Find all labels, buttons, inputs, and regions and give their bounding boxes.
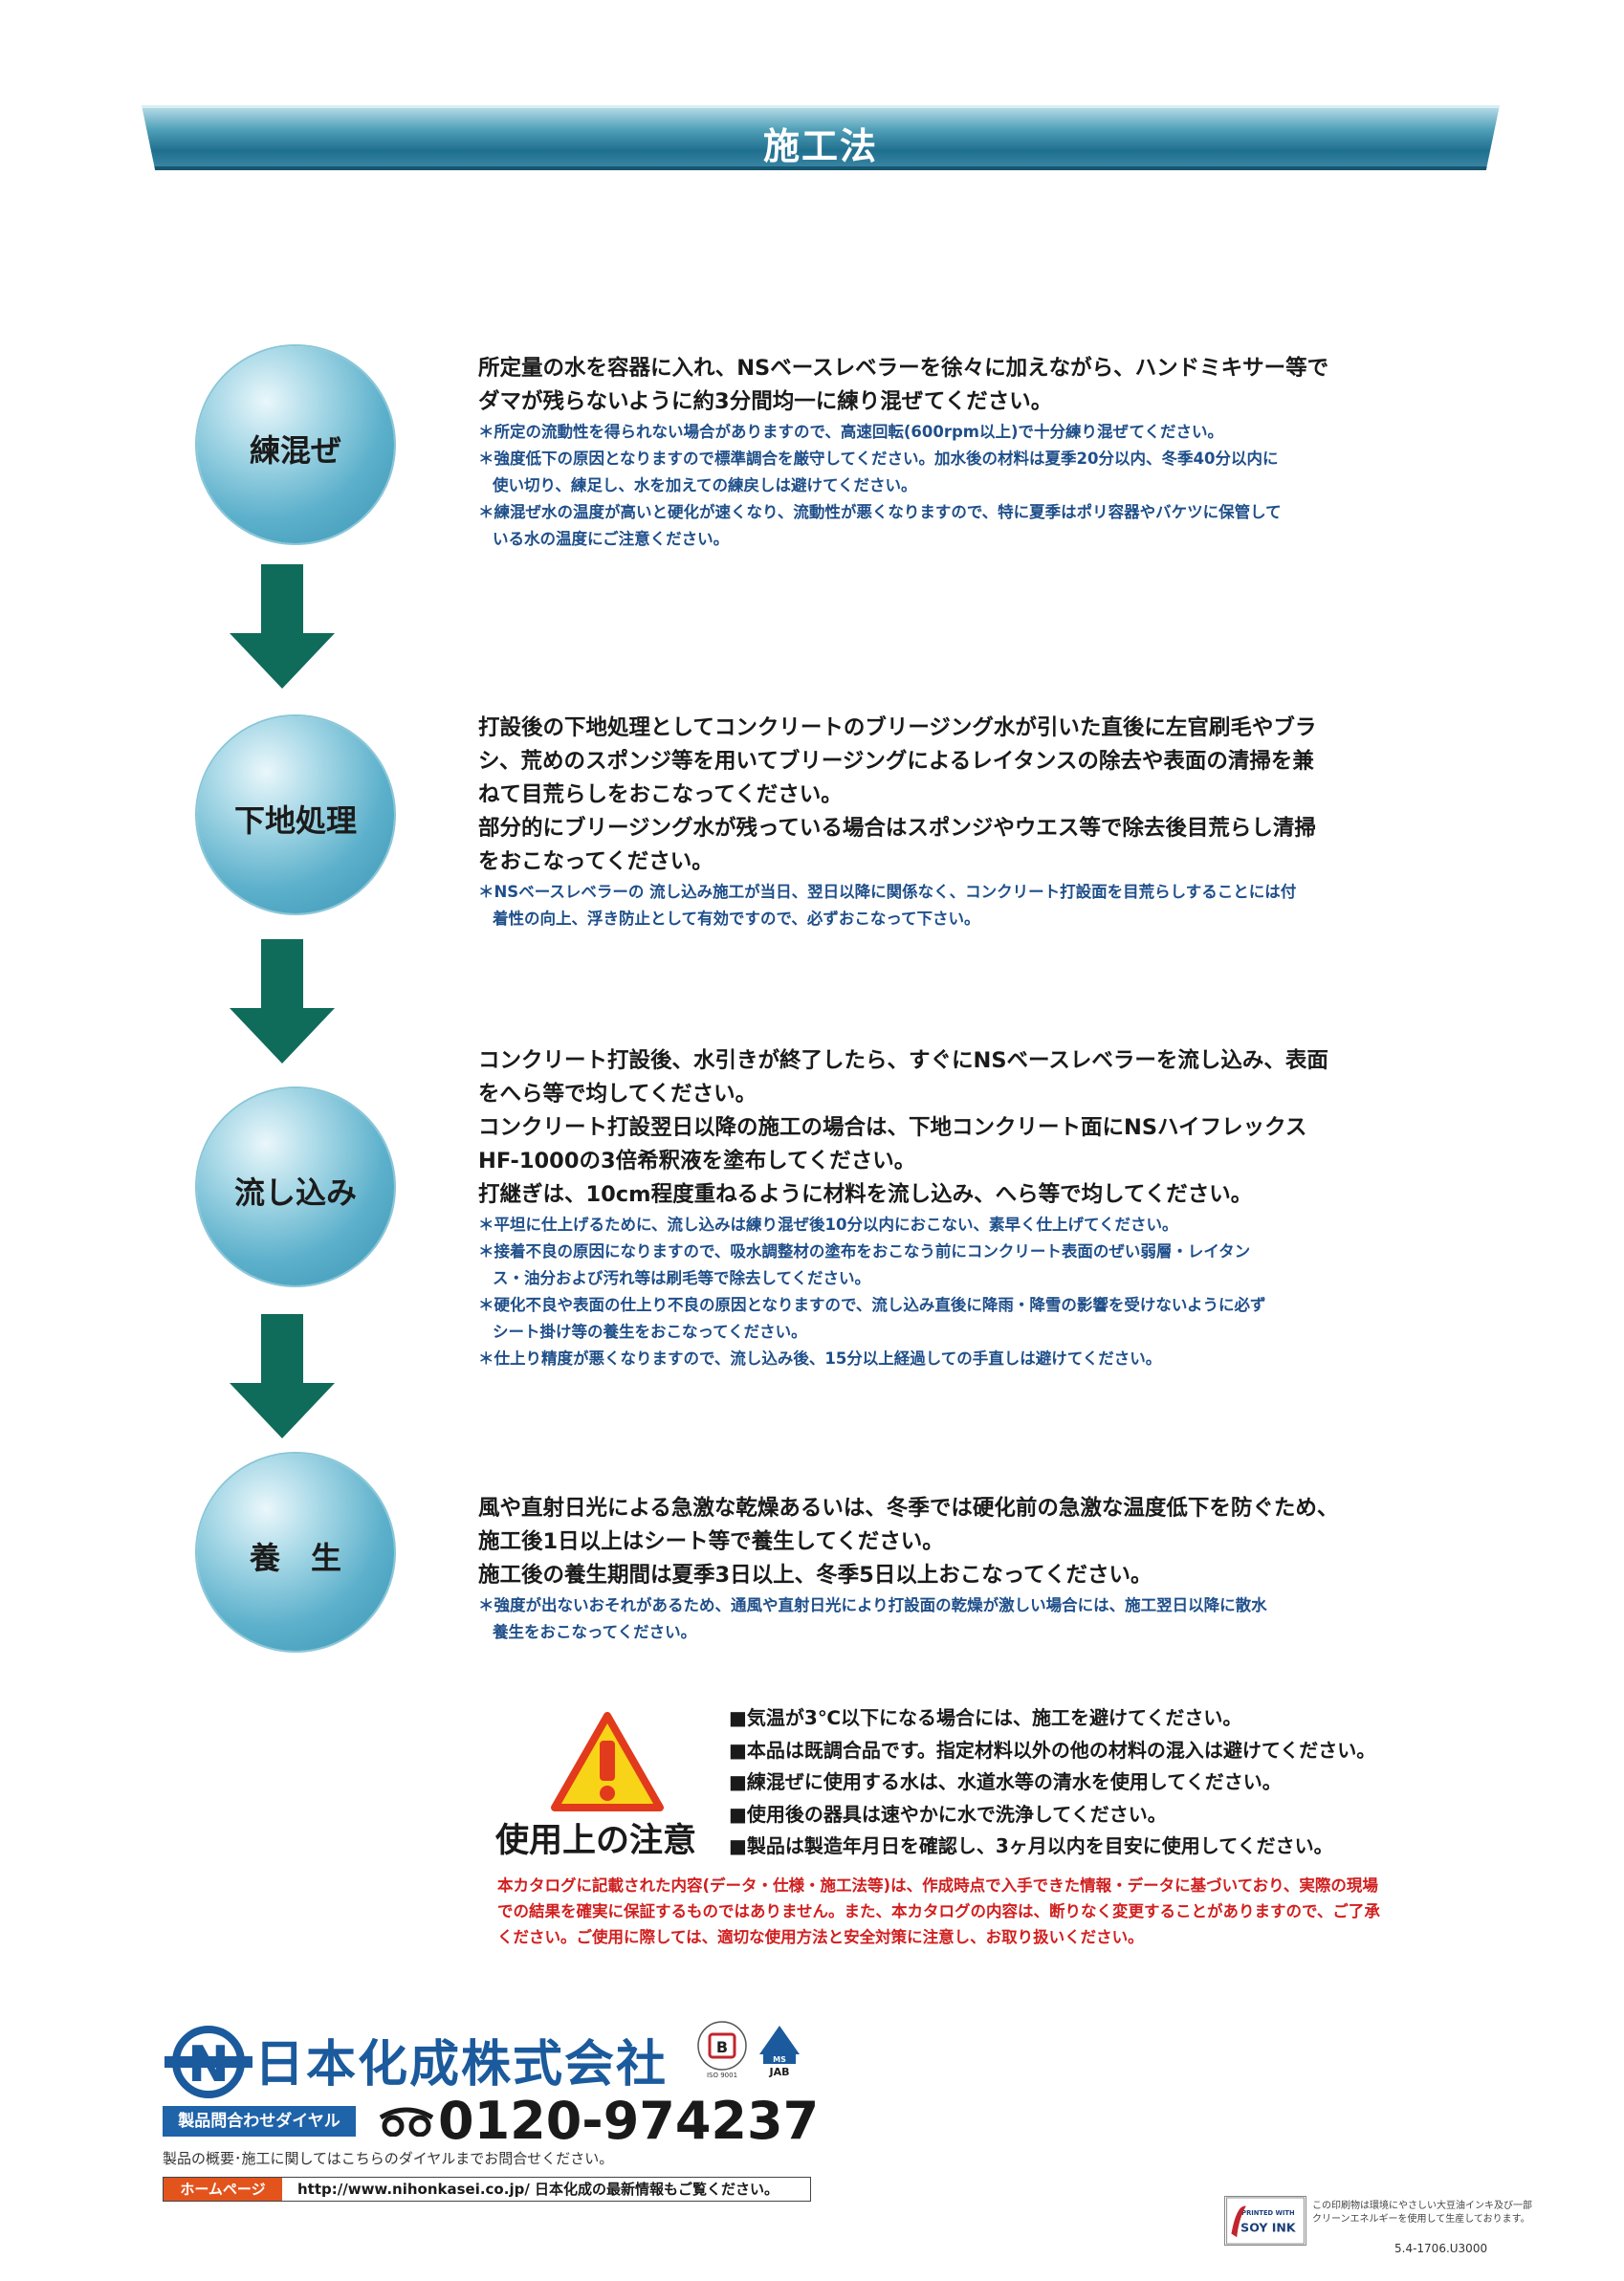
iso-cert-badge-icon: B ISO 9001 (697, 2021, 747, 2079)
svg-text:PRINTED WITH: PRINTED WITH (1241, 2209, 1294, 2217)
step-main-line: HF-1000の3倍希釈液を塗布してください。 (478, 1149, 916, 1173)
soy-ink-note: この印刷物は環境にやさしい大豆油インキ及び一部 クリーンエネルギーを使用して生産… (1312, 2200, 1532, 2226)
step-note: ＊練混ぜ水の温度が高いと硬化が速くなり、流動性が悪くなりますので、特に夏季はポリ… (478, 503, 1282, 521)
step-note: ＊所定の流動性を得られない場合がありますので、高速回転(600rpm以上)で十分… (478, 423, 1224, 441)
section-header: 施工法 (142, 105, 1500, 170)
step-main-line: 所定量の水を容器に入れ、NSベースレベラーを徐々に加えながら、ハンドミキサー等で (478, 356, 1329, 381)
step-circle-curing: 養 生 (197, 1454, 394, 1651)
step-note: ＊接着不良の原因になりますので、吸水調整材の塗布をおこなう前にコンクリート表面の… (478, 1242, 1251, 1261)
step-note: ＊強度が出ないおそれがあるため、通風や直射日光により打設面の乾燥が激しい場合には… (478, 1596, 1267, 1614)
step-main-line: 打設後の下地処理としてコンクリートのブリージング水が引いた直後に左官刷毛やブラ (478, 715, 1317, 740)
arrow-down-icon (230, 939, 335, 1064)
step-note: ＊硬化不良や表面の仕上り不良の原因となりますので、流し込み直後に降雨・降雪の影響… (478, 1296, 1266, 1314)
step-note: ＊NSベースレベラーの 流し込み施工が当日、翌日以降に関係なく、コンクリート打設… (478, 883, 1297, 901)
disclaimer-line: 本カタログに記載された内容(データ・仕様・施工法等)は、作成時点で入手できた情報… (497, 1876, 1378, 1895)
warning-triangle-icon (551, 1712, 664, 1811)
step-main-line: 風や直射日光による急激な乾燥あるいは、冬季では硬化前の急激な温度低下を防ぐため、 (478, 1496, 1339, 1521)
disclaimer-line: ください。ご使用に際しては、適切な使用方法と安全対策に注意し、お取り扱いください… (497, 1928, 1144, 1946)
homepage-link[interactable]: http://www.nihonkasei.co.jp/ 日本化成の最新情報もご… (297, 2181, 779, 2198)
step-note: ＊強度低下の原因となりますので標準調合を厳守してください。加水後の材料は夏季20… (478, 450, 1279, 468)
svg-text:N: N (187, 2036, 230, 2094)
step-main-line: 施工後の養生期間は夏季3日以上、冬季5日以上おこなってください。 (478, 1563, 1152, 1588)
step-label: 練混ぜ (249, 432, 341, 469)
svg-text:MS: MS (773, 2055, 786, 2064)
company-name: 日本化成株式会社 (254, 2036, 669, 2094)
step-main-line: ねて目荒らしをおこなってください。 (478, 782, 843, 807)
step-main-line: 施工後1日以上はシート等で養生してください。 (478, 1529, 944, 1554)
soy-note-line: クリーンエネルギーを使用して生産しております。 (1312, 2214, 1530, 2225)
step-main-line: 打継ぎは、10cm程度重ねるように材料を流し込み、へら等で均してください。 (478, 1182, 1253, 1207)
caution-item: ■気温が3℃以下になる場合には、施工を避けてください。 (729, 1706, 1242, 1729)
step-main-line: コンクリート打設翌日以降の施工の場合は、下地コンクリート面にNSハイフレックス (478, 1115, 1307, 1140)
step-note: ＊平坦に仕上げるために、流し込みは練り混ぜ後10分以内におこない、素早く仕上げて… (478, 1216, 1178, 1234)
step-main-line: をへら等で均してください。 (478, 1082, 757, 1107)
section-title: 施工法 (762, 125, 878, 167)
step-text-curing: 風や直射日光による急激な乾燥あるいは、冬季では硬化前の急激な温度低下を防ぐため、… (478, 1492, 1444, 1646)
step-circle-surface-prep: 下地処理 (197, 716, 394, 913)
caution-title: 使用上の注意 (495, 1822, 697, 1860)
step-main-line: ダマが残らないように約3分間均一に練り混ぜてください。 (478, 389, 1053, 414)
step-circle-mixing: 練混ぜ (197, 346, 394, 543)
step-note: 養生をおこなってください。 (493, 1623, 697, 1641)
svg-text:ISO 9001: ISO 9001 (707, 2072, 737, 2079)
step-note: いる水の温度にご注意ください。 (493, 530, 730, 548)
step-label: 流し込み (233, 1174, 357, 1211)
step-label: 養 生 (249, 1540, 341, 1576)
step-circle-pouring: 流し込み (197, 1088, 394, 1285)
caution-item: ■練混ぜに使用する水は、水道水等の清水を使用してください。 (729, 1770, 1282, 1793)
company-logo-icon: N (165, 2026, 252, 2098)
homepage-label: ホームページ (164, 2178, 282, 2201)
catalog-code: 5.4-1706.U3000 (1394, 2242, 1488, 2255)
disclaimer: 本カタログに記載された内容(データ・仕様・施工法等)は、作成時点で入手できた情報… (497, 1873, 1380, 1950)
soy-note-line: この印刷物は環境にやさしい大豆油インキ及び一部 (1312, 2201, 1532, 2211)
disclaimer-line: での結果を確実に保証するものではありません。また、本カタログの内容は、断りなく変… (497, 1902, 1380, 1920)
step-label: 下地処理 (233, 802, 357, 839)
step-main-line: コンクリート打設後、水引きが終了したら、すぐにNSベースレベラーを流し込み、表面 (478, 1048, 1328, 1073)
arrow-down-icon (230, 564, 335, 689)
svg-text:JAB: JAB (769, 2066, 790, 2078)
homepage-row: ホームページ http://www.nihonkasei.co.jp/ 日本化成… (163, 2177, 811, 2202)
step-main-line: シ、荒めのスポンジ等を用いてブリージングによるレイタンスの除去や表面の清掃を兼 (478, 749, 1314, 774)
svg-text:B: B (716, 2038, 728, 2056)
caution-item: ■本品は既調合品です。指定材料以外の他の材料の混入は避けてください。 (729, 1738, 1376, 1762)
step-note: 着性の向上、浮き防止として有効ですので、必ずおこなって下さい。 (493, 910, 980, 928)
caution-item: ■使用後の器具は速やかに水で洗浄してください。 (729, 1802, 1167, 1826)
step-text-mixing: 所定量の水を容器に入れ、NSベースレベラーを徐々に加えながら、ハンドミキサー等で… (478, 352, 1444, 553)
arrow-down-icon (230, 1314, 335, 1438)
svg-text:SOY INK: SOY INK (1240, 2221, 1297, 2235)
phone-label: 製品問合わせダイヤル (163, 2106, 356, 2137)
step-note: シート掛け等の養生をおこなってください。 (493, 1323, 807, 1341)
step-note: 使い切り、練足し、水を加えての練戻しは避けてください。 (493, 476, 917, 494)
step-note: ス・油分および汚れ等は刷毛等で除去してください。 (493, 1269, 871, 1287)
caution-list: ■気温が3℃以下になる場合には、施工を避けてください。 ■本品は既調合品です。指… (729, 1702, 1375, 1863)
soy-ink-logo-icon: PRINTED WITH SOY INK (1224, 2196, 1306, 2246)
phone-note: 製品の概要･施工に関してはこちらのダイヤルまでお問合せください。 (163, 2150, 614, 2167)
step-text-surface-prep: 打設後の下地処理としてコンクリートのブリージング水が引いた直後に左官刷毛やブラ … (478, 712, 1444, 932)
phone-number[interactable]: 0120-974237 (438, 2091, 820, 2151)
jab-cert-badge-icon: MS JAB (759, 2026, 800, 2078)
caution-item: ■製品は製造年月日を確認し、3ヶ月以内を目安に使用してください。 (729, 1834, 1333, 1857)
free-dial-icon (379, 2107, 434, 2137)
step-text-pouring: コンクリート打設後、水引きが終了したら、すぐにNSベースレベラーを流し込み、表面… (478, 1044, 1444, 1372)
step-note: ＊仕上り精度が悪くなりますので、流し込み後、15分以上経過しての手直しは避けてく… (478, 1349, 1162, 1368)
step-main-line: 部分的にブリージング水が残っている場合はスポンジやウエス等で除去後目荒らし清掃 (478, 816, 1316, 841)
step-main-line: をおこなってください。 (478, 849, 713, 874)
